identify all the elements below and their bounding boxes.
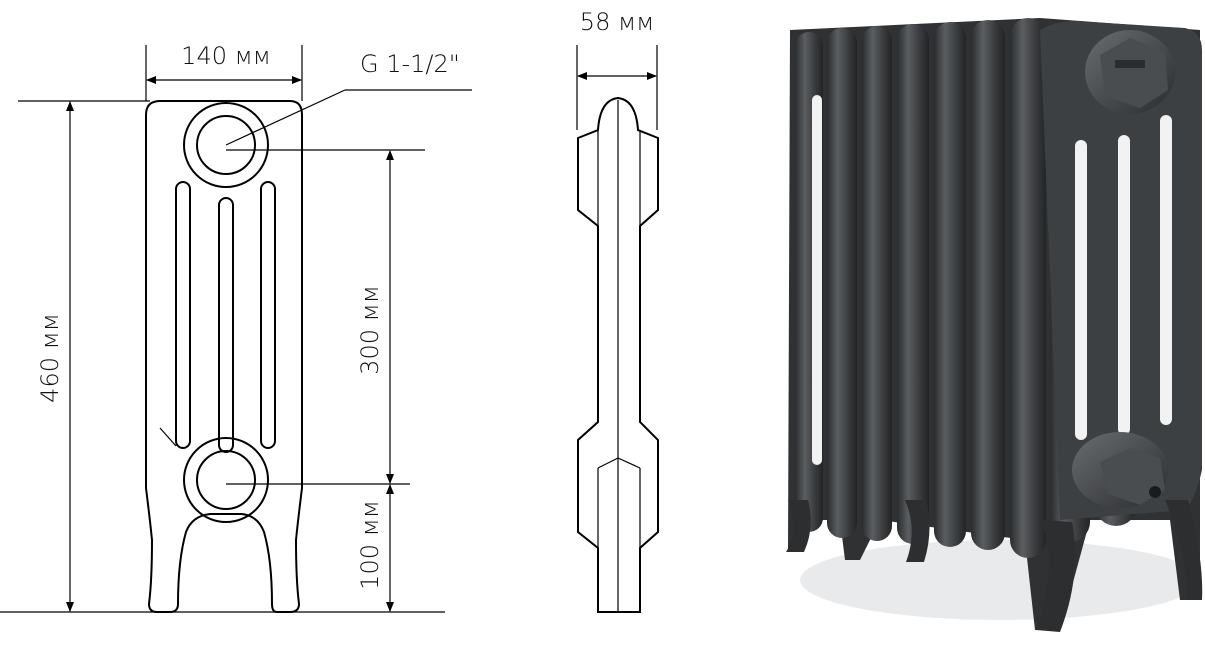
front-section-outline [145,100,303,613]
bottom-port-inner [196,450,256,510]
photo-slot-2 [1118,135,1130,435]
height-label: 460 мм [36,313,64,403]
front-view: 140 мм G 1-1/2" 460 мм 300 мм 100 мм [0,42,472,613]
leg-front-left [786,500,811,552]
photo-slot-left [812,95,822,465]
side-profile-outline [577,96,659,613]
slot-left [175,181,191,449]
slot-center [218,197,234,453]
side-bottom-boss-chevron [597,457,641,469]
bottom-plug [1072,432,1168,508]
leg-middle-left [905,500,930,562]
thread-label: G 1-1/2" [360,50,460,78]
floor-shadow [800,540,1200,620]
photo-slot-3 [1160,115,1172,425]
bottom-offset-label: 100 мм [356,500,384,590]
axis-distance-label: 300 мм [356,285,384,375]
side-view: 58 мм [576,8,659,613]
radiator-photo [786,18,1203,632]
top-port-inner [196,115,256,175]
leg-back-right [1165,500,1203,600]
top-plug [1085,30,1175,114]
width-label: 140 мм [181,42,271,70]
slot-hatch [159,427,177,447]
depth-label: 58 мм [580,8,654,36]
thread-leader-diagonal [225,89,346,146]
bottom-port-outer [183,437,269,523]
photo-slot-1 [1075,140,1087,440]
slot-right [260,181,276,449]
leg-front-right [1036,520,1076,632]
top-port-outer [183,102,269,188]
